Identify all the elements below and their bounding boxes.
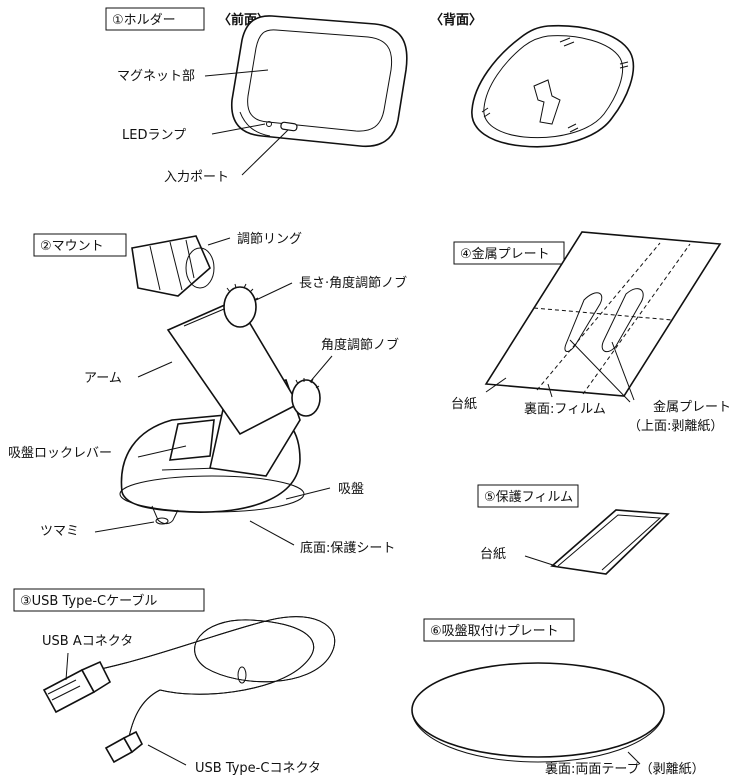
led-label: LEDランプ — [122, 128, 186, 143]
holder-back-illustration — [471, 24, 635, 148]
base-plate-heading-box — [423, 618, 575, 642]
film-backing-label: 台紙 — [480, 547, 506, 562]
film-heading-box — [477, 484, 579, 508]
film-heading: ⑤保護フィルム — [484, 489, 573, 505]
mount-heading-box — [33, 233, 127, 257]
holder-heading: ①ホルダー — [112, 13, 176, 28]
metal-leader-1 — [569, 339, 631, 403]
input-port-label: 入力ポート — [164, 170, 229, 185]
plate-backing-label: 台紙 — [451, 397, 477, 412]
plate-backing-leader — [485, 377, 507, 393]
ring-leader — [207, 237, 231, 246]
arm-leader — [137, 361, 173, 378]
base-plate-section: ⑥吸盤取付けプレート 裏面:両面テープ（剥離紙） — [411, 618, 705, 777]
angle-knob-leader — [309, 355, 333, 383]
usb-c-leader — [147, 744, 187, 766]
cable-illustration — [42, 616, 336, 764]
film-illustration — [550, 509, 670, 575]
usb-a-leader — [65, 652, 69, 681]
base-plate-heading: ⑥吸盤取付けプレート — [430, 624, 559, 639]
bottom-sheet-leader — [249, 520, 295, 546]
underside-label: 裏面:両面テープ（剥離紙） — [545, 762, 705, 777]
input-port-leader — [241, 129, 289, 176]
metal-label: 金属プレート — [653, 399, 731, 415]
angle-knob-label: 角度調節ノブ — [321, 337, 399, 353]
plate-film-label: 裏面:フィルム — [524, 402, 606, 417]
metal-peel-label: （上面:剥離紙） — [628, 419, 723, 434]
plate-film-leader — [547, 383, 553, 398]
usb-a-label: USB Aコネクタ — [42, 634, 133, 649]
film-section: ⑤保護フィルム 台紙 — [477, 484, 670, 575]
base-plate-illustration — [411, 662, 665, 763]
metal-leader-2 — [611, 341, 635, 401]
underside-leader — [627, 751, 641, 765]
bottom-sheet-label: 底面:保護シート — [300, 540, 395, 556]
back-view-label: 〈背面〉 — [430, 12, 482, 28]
mount-section: ②マウント 調節リング — [8, 232, 407, 556]
cable-section: ③USB Type-Cケーブル USB Aコネクタ USB Type-Cコネクタ — [13, 588, 336, 776]
cable-heading: ③USB Type-Cケーブル — [20, 593, 157, 609]
lever-leader — [137, 445, 187, 458]
magnet-label: マグネット部 — [117, 69, 195, 84]
holder-front-illustration — [231, 15, 408, 148]
mount-illustration — [119, 235, 321, 525]
length-knob-label: 長さ·角度調節ノブ — [299, 275, 407, 291]
suction-label: 吸盤 — [338, 482, 364, 497]
lever-label: 吸盤ロックレバー — [8, 446, 112, 461]
film-backing-leader — [524, 555, 557, 567]
plate-heading: ④金属プレート — [460, 246, 550, 262]
tab-label: ツマミ — [40, 524, 79, 539]
tab-leader — [94, 521, 155, 533]
metal-plate-illustration — [484, 231, 722, 397]
usb-c-label: USB Type-Cコネクタ — [195, 761, 321, 776]
cable-heading-box — [13, 588, 205, 612]
length-knob-leader — [255, 282, 293, 301]
plate-heading-box — [453, 241, 565, 265]
holder-section: ①ホルダー 〈前面〉 〈背面〉 マグネット部 LEDランプ 入力ポート — [105, 7, 635, 185]
mount-heading: ②マウント — [40, 239, 104, 254]
metal-plate-section: ④金属プレート 台紙 裏面:フィルム 金属プレート （上面:剥離紙） — [451, 231, 731, 434]
arm-label: アーム — [84, 371, 122, 386]
magnet-leader — [204, 69, 269, 77]
ring-label: 調節リング — [237, 232, 302, 247]
holder-heading-box — [105, 7, 205, 31]
suction-leader — [285, 487, 331, 500]
led-leader — [211, 123, 266, 135]
